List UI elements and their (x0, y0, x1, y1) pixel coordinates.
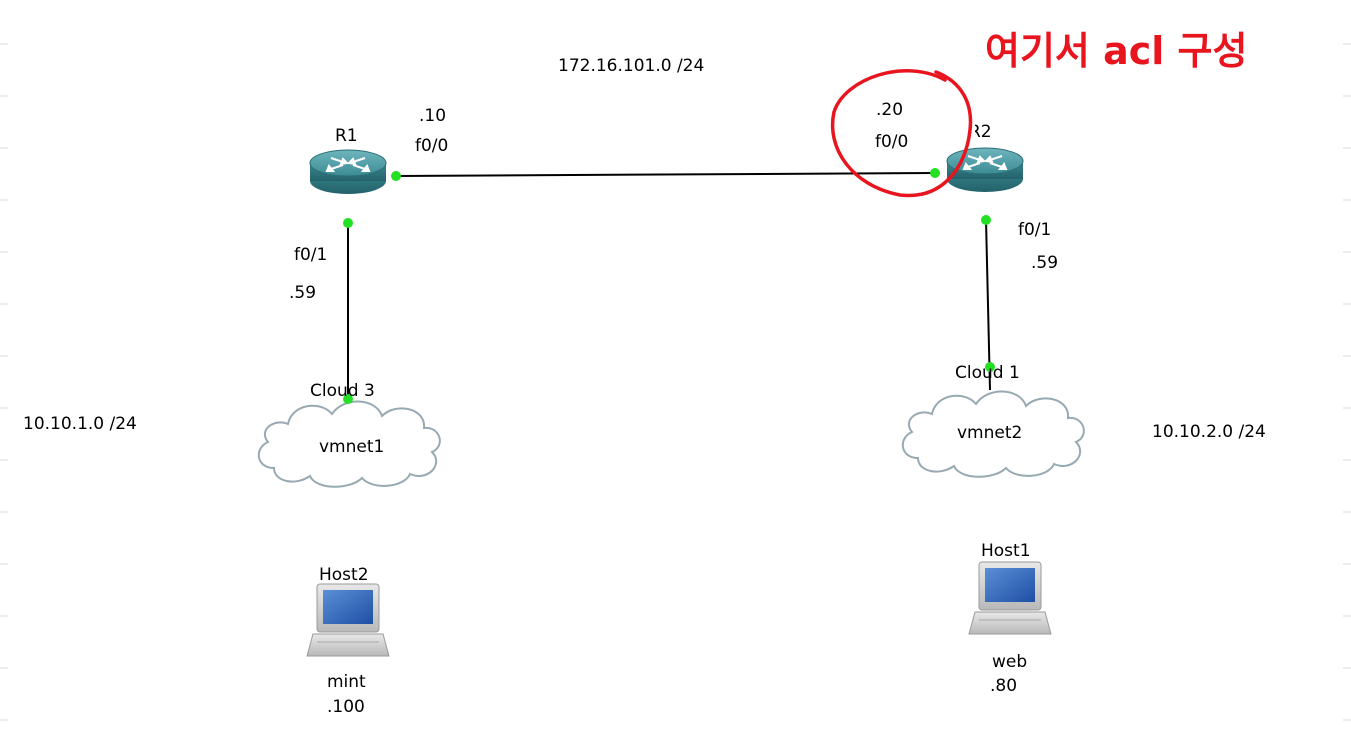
host2-laptop-icon[interactable] (306, 583, 390, 657)
cloud-1-icon[interactable] (902, 390, 1085, 478)
r1-f0-0-addr: .10 (419, 106, 447, 126)
r2-f0-0-label: f0/0 (875, 132, 909, 152)
network-label-left-lan: 10.10.1.0 /24 (23, 414, 137, 434)
cloud-1-name: Cloud 1 (955, 363, 1020, 383)
annotation-circle (830, 69, 973, 198)
host1-addr: .80 (990, 676, 1018, 696)
cloud-3-label: vmnet1 (319, 437, 385, 457)
r2-f0-1-label: f0/1 (1018, 220, 1052, 240)
port-r1-f0-0[interactable] (391, 171, 401, 181)
router-r1-icon[interactable] (309, 149, 387, 194)
r2-f0-1-addr: .59 (1031, 253, 1059, 273)
r2-f0-0-addr: .20 (876, 100, 904, 120)
host2-addr: .100 (327, 697, 365, 717)
host1-name: Host1 (981, 541, 1031, 561)
network-label-core: 172.16.101.0 /24 (558, 56, 705, 76)
edge-ticks (0, 43, 1351, 721)
link-r1-r2[interactable] (395, 172, 936, 177)
port-r2-f0-1[interactable] (981, 215, 991, 225)
r1-f0-1-label: f0/1 (294, 245, 328, 265)
cloud-3-icon[interactable] (258, 400, 441, 488)
host1-role: web (992, 652, 1028, 672)
cloud-3-name: Cloud 3 (310, 381, 375, 401)
r1-f0-0-label: f0/0 (415, 136, 449, 156)
host1-laptop-icon[interactable] (968, 561, 1052, 635)
port-r2-f0-0[interactable] (930, 168, 940, 178)
link-r2-cloud1[interactable] (985, 219, 991, 391)
port-cloud1[interactable] (985, 362, 995, 372)
host2-role: mint (327, 672, 366, 692)
router-r1-name: R1 (335, 126, 358, 146)
cloud-1-label: vmnet2 (957, 423, 1023, 443)
r1-f0-1-addr: .59 (289, 283, 317, 303)
network-label-right-lan: 10.10.2.0 /24 (1152, 422, 1266, 442)
host2-name: Host2 (319, 565, 369, 585)
router-r2-name: R2 (969, 122, 992, 142)
port-cloud3[interactable] (343, 394, 353, 404)
annotation-text: 여기서 acl 구성 (985, 29, 1247, 73)
port-r1-f0-1[interactable] (343, 218, 353, 228)
